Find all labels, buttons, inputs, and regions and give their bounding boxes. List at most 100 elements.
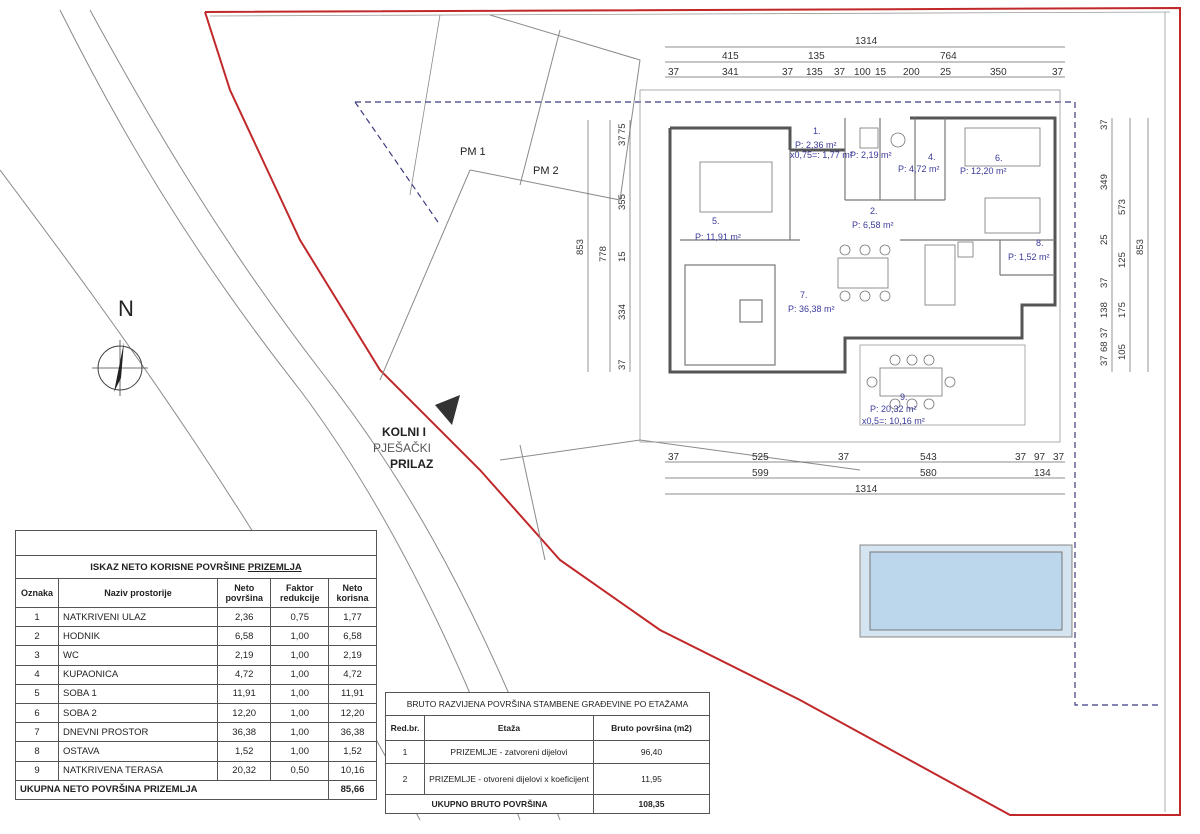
dim-bottom: 37 (1015, 452, 1027, 463)
dim-bottom: 543 (920, 452, 937, 463)
access-arrow (435, 395, 460, 425)
dim-top: 764 (940, 51, 957, 62)
dim-bottom: 134 (1034, 468, 1051, 479)
dim-left: 75 (617, 123, 628, 134)
dim-right: 37 (1099, 355, 1110, 366)
parcel-label-pm1: PM 1 (460, 146, 486, 158)
dim-top: 37 (668, 67, 680, 78)
neto-total-label: UKUPNA NETO POVRŠINA PRIZEMLJA (14, 779, 330, 800)
bruto-table-title: BRUTO RAZVIJENA POVRŠINA STAMBENE GRAĐEV… (385, 692, 710, 716)
dim-bottom: 37 (838, 452, 850, 463)
dim-top: 135 (806, 67, 823, 78)
neto-total-value: 85,66 (328, 779, 377, 800)
top-dimensions (665, 46, 1065, 78)
room-number: 1. (813, 126, 821, 136)
table-row: 1 PRIZEMLJE - zatvoreni dijelovi 96,40 (385, 740, 710, 764)
room-number: 5. (712, 216, 720, 226)
dim-top: 415 (722, 51, 739, 62)
left-dimensions (587, 120, 631, 372)
parcel-boundary (204, 6, 1181, 816)
col-header: Oznaka (15, 578, 59, 608)
room-number: 8. (1036, 238, 1044, 248)
dim-left: 355 (617, 194, 628, 210)
dim-bottom-total: 1314 (855, 484, 878, 495)
dim-right: 853 (1135, 239, 1146, 255)
bruto-total-row: UKUPNO BRUTO POVRŠINA 108,35 (385, 794, 710, 814)
room-area: P: 4,72 m² (898, 164, 940, 174)
neto-table-title: ISKAZ NETO KORISNE POVRŠINE PRIZEMLJA (15, 555, 377, 579)
dim-top: 37 (834, 67, 846, 78)
access-label-line2: PJEŠAČKI (373, 440, 431, 455)
dim-top: 15 (875, 67, 887, 78)
dim-top: 25 (940, 67, 952, 78)
room-labels: 1. P: 2,36 m² x0,75=: 1,77 m² 2. P: 6,58… (695, 126, 1050, 426)
bruto-total-label: UKUPNO BRUTO POVRŠINA (385, 794, 594, 814)
room-number: 6. (995, 153, 1003, 163)
dim-right: 68 (1099, 341, 1110, 352)
dim-top-total: 1314 (855, 36, 878, 47)
parcel-label-pm2: PM 2 (533, 165, 559, 177)
dim-left: 334 (617, 304, 628, 320)
parcel-boundary-inner (209, 11, 1171, 17)
neto-total-row: UKUPNA NETO POVRŠINA PRIZEMLJA 85,66 (14, 779, 377, 800)
dim-bottom: 599 (752, 468, 769, 479)
dim-top: 350 (990, 67, 1007, 78)
dim-top: 37 (1052, 67, 1064, 78)
col-header: Red.br. (385, 715, 425, 741)
room-area-reduced: x0,5=: 10,16 m² (862, 416, 925, 426)
dim-top: 135 (808, 51, 825, 62)
dim-bottom: 580 (920, 468, 937, 479)
col-header: Neto površina (216, 578, 272, 608)
room-area: P: 1,52 m² (1008, 252, 1050, 262)
col-header: Faktor redukcije (270, 578, 330, 608)
dim-right: 349 (1099, 174, 1110, 190)
dim-right: 37 (1099, 327, 1110, 338)
room-area: P: 12,20 m² (960, 166, 1007, 176)
neto-area-table: ISKAZ NETO KORISNE POVRŠINE PRIZEMLJA Oz… (14, 530, 377, 800)
bruto-area-table: BRUTO RAZVIJENA POVRŠINA STAMBENE GRAĐEV… (385, 692, 710, 814)
access-label-line1: KOLNI I (382, 425, 426, 439)
dim-left: 15 (617, 251, 628, 262)
bruto-total-value: 108,35 (593, 794, 710, 814)
dim-right: 175 (1117, 302, 1128, 318)
room-number: 2. (870, 206, 878, 216)
road-edge-line (59, 9, 521, 821)
dim-left: 853 (575, 239, 586, 255)
room-area: P: 20,32 m² (870, 404, 917, 414)
room-area: P: 11,91 m² (695, 232, 741, 242)
room-area: P: 6,58 m² (852, 220, 894, 230)
dim-right: 105 (1117, 344, 1128, 360)
interior-walls (680, 118, 1055, 366)
dim-top: 100 (854, 67, 871, 78)
bottom-dimensions (665, 461, 1065, 495)
dim-right: 573 (1117, 199, 1128, 215)
room-number: 7. (800, 290, 808, 300)
right-dimensions (1111, 118, 1149, 372)
building-line (355, 101, 1160, 706)
swimming-pool (859, 544, 1073, 638)
room-area: P: 36,38 m² (788, 304, 835, 314)
north-arrow: N (92, 296, 148, 396)
room-area: P: 2,19 m² (850, 150, 892, 160)
building-walls (668, 116, 1057, 374)
dim-top: 200 (903, 67, 920, 78)
table-row: 2 PRIZEMLJE - otvoreni dijelovi x koefic… (385, 763, 710, 795)
col-header: Bruto površina (m2) (593, 715, 710, 741)
dim-right: 138 (1099, 302, 1110, 318)
dim-right: 37 (1099, 119, 1110, 130)
dim-bottom: 37 (1053, 452, 1065, 463)
dim-left: 37 (617, 135, 628, 146)
room-number: 4. (928, 152, 936, 162)
north-label: N (118, 296, 134, 321)
dim-bottom: 37 (668, 452, 680, 463)
road-edge-line (89, 9, 561, 821)
